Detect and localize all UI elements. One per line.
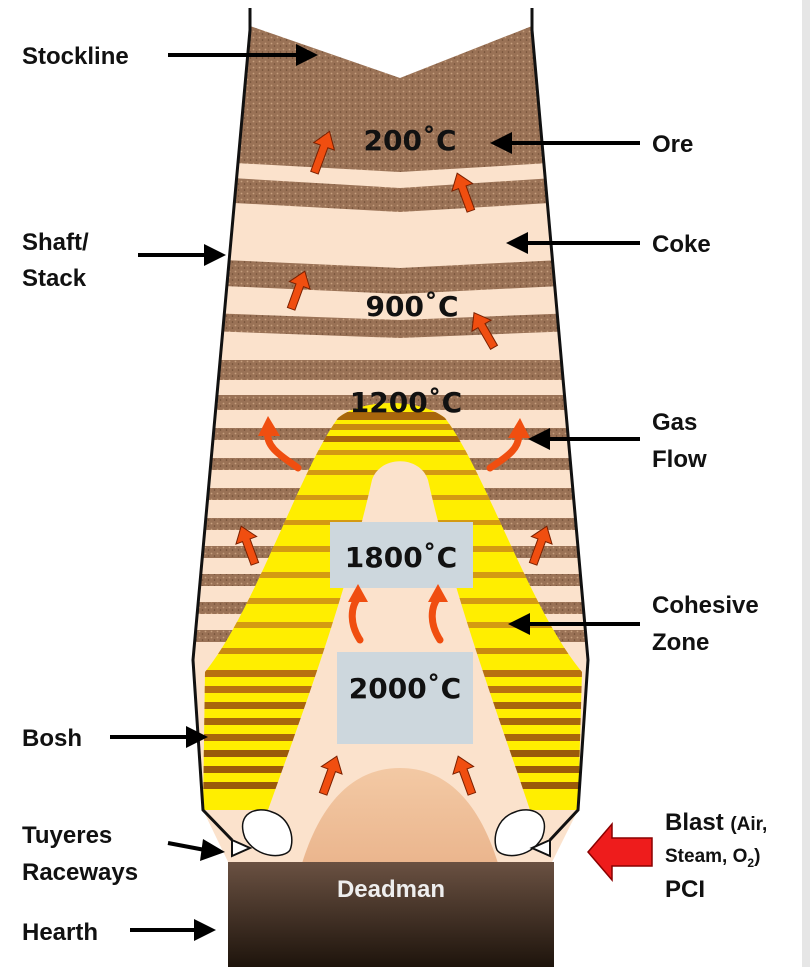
raceways-label: Raceways — [22, 859, 138, 886]
shaft-label-line1: Shaft/ — [22, 229, 89, 256]
gas-flow-label-line2: Flow — [652, 446, 707, 473]
shaft-arrowhead — [204, 244, 226, 266]
shaft-label-line2: Stack — [22, 265, 87, 292]
hearth-arrowhead — [194, 919, 216, 941]
temp-200: 200˚C — [364, 124, 457, 157]
gas-flow-label-line1: Gas — [652, 409, 697, 436]
blast-arrow — [588, 824, 652, 880]
stockline-label: Stockline — [22, 43, 129, 70]
temp-1800: 1800˚C — [345, 541, 457, 574]
blast-detail-2: Steam, O — [665, 846, 747, 867]
ore-label: Ore — [652, 131, 693, 158]
blast-detail-line2: Steam, O2) — [665, 846, 760, 870]
temp-2000: 2000˚C — [349, 672, 461, 705]
coke-label: Coke — [652, 231, 711, 258]
tuyeres-label: Tuyeres — [22, 822, 112, 849]
deadman-label: Deadman — [337, 876, 445, 903]
tuyeres-arrow-line — [168, 843, 205, 850]
blast-detail-1: (Air, — [730, 814, 767, 835]
bosh-label: Bosh — [22, 725, 82, 752]
blast-label: Blast (Air, — [665, 809, 767, 836]
hearth-label: Hearth — [22, 919, 98, 946]
cohesive-zone-label-line2: Zone — [652, 629, 709, 656]
blast-detail-3: ) — [754, 846, 760, 867]
blast-label-text: Blast — [665, 809, 724, 836]
temp-1200: 1200˚C — [350, 386, 462, 419]
pci-label: PCI — [665, 876, 705, 903]
cohesive-zone-label-line1: Cohesive — [652, 592, 759, 619]
temp-900: 900˚C — [366, 290, 459, 323]
